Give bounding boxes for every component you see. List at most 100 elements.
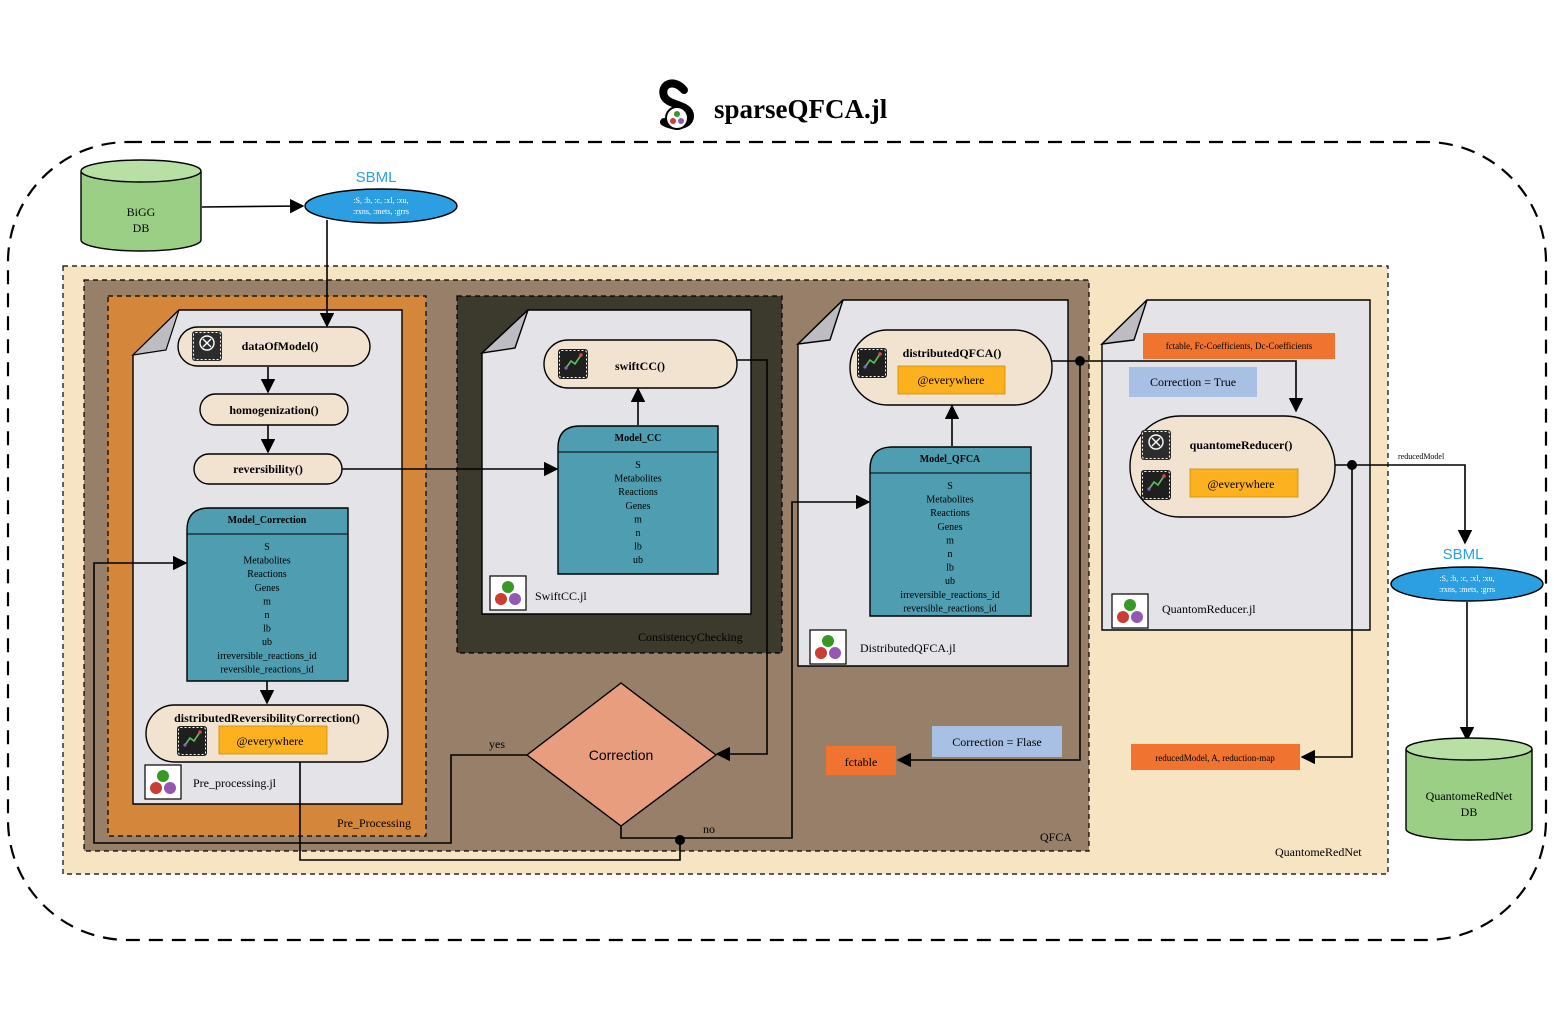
line-correctionfn-down — [299, 762, 681, 861]
dataofmodel-node: dataOfModel() — [177, 326, 371, 367]
arrow-distributedqfca-to-fctable — [896, 361, 1081, 768]
correction-true-label: Correction = True — [1129, 367, 1257, 397]
sbml-output-node: SBML :S, :b, :c, :xl, :xu, :rxns, :mets,… — [1390, 546, 1544, 602]
model-cc-field: m — [634, 514, 642, 525]
arrow-swiftcc-to-decision — [715, 359, 768, 762]
model-cc-title: Model_CC — [615, 433, 662, 444]
model-correction-field: lb — [263, 624, 271, 635]
reduced-model-edge-label: reducedModel — [1398, 452, 1445, 461]
quantomreducer-package: QuantomReducer.jl — [1111, 593, 1256, 629]
model-qfca-field: Metabolites — [926, 495, 973, 506]
sbml-input-fields-1: :S, :b, :c, :xl, :xu, — [353, 196, 408, 205]
reversibility-correction-label: distributedReversibilityCorrection() — [174, 711, 360, 725]
correction-true-text: Correction = True — [1150, 375, 1236, 389]
cobrexa-icon — [191, 330, 223, 362]
consistency-region-label: ConsistencyChecking — [638, 630, 743, 644]
sbml-logo-icon: SBML — [1443, 546, 1484, 563]
snake-logo-icon — [659, 79, 695, 130]
distributedqfca-everywhere: @everywhere — [917, 373, 984, 387]
jump-icon — [1140, 469, 1172, 501]
reversibility-node: reversibility() — [193, 453, 343, 485]
arrow-reducer-to-sbml — [1335, 464, 1473, 545]
sbml-input-node: SBML :S, :b, :c, :xl, :xu, :rxns, :mets,… — [304, 169, 458, 224]
reducer-result-text: reducedModel, A, reduction-map — [1155, 753, 1275, 763]
preprocessing-region-label: Pre_Processing — [337, 816, 411, 830]
homogenization-label: homogenization() — [229, 403, 318, 417]
correction-false-label: Correction = Flase — [932, 726, 1062, 757]
reducer-outputs-label: fctable, Fc-Coefficients, Dc-Coefficient… — [1143, 333, 1335, 359]
quantomereducer-label: quantomeReducer() — [1190, 438, 1293, 452]
model-cc-field: Reactions — [618, 487, 658, 498]
decision-yes-label: yes — [489, 737, 505, 751]
cobrexa-icon — [1140, 429, 1172, 461]
model-correction-field: ub — [262, 637, 272, 648]
connectors — [93, 198, 1475, 861]
preprocessing-package-label: Pre_processing.jl — [193, 776, 277, 790]
model-cc-field: ub — [633, 555, 643, 566]
reducer-result-label: reducedModel, A, reduction-map — [1131, 744, 1300, 770]
model-qfca-field: m — [946, 535, 954, 546]
model-correction-field: Genes — [255, 583, 280, 594]
model-correction-box: Model_Correction SMetabolitesReactionsGe… — [186, 507, 349, 682]
julia-logo-icon — [489, 575, 527, 611]
junction-dot-no-branch — [675, 835, 685, 845]
model-cc-field: Metabolites — [614, 474, 661, 485]
jump-icon — [176, 725, 208, 757]
distributedqfca-package-label: DistributedQFCA.jl — [860, 641, 956, 655]
quantome-region-label: QuantomeRedNet — [1275, 845, 1362, 859]
quantomereducer-node: quantomeReducer() @everywhere — [1129, 415, 1336, 518]
model-qfca-fields: SMetabolitesReactionsGenesmnlbubirrevers… — [900, 481, 999, 614]
model-correction-field: m — [263, 596, 271, 607]
model-correction-field: n — [265, 610, 270, 621]
bigg-db-label-2: DB — [133, 221, 150, 235]
model-qfca-field: n — [948, 549, 953, 560]
model-qfca-field: irreversible_reactions_id — [900, 590, 999, 601]
quantome-db-cylinder: QuantomeRedNet DB — [1405, 737, 1533, 841]
correction-false-text: Correction = Flase — [952, 735, 1041, 749]
quantome-db-label-1: QuantomeRedNet — [1426, 789, 1513, 803]
junction-dot-qfca — [1075, 356, 1085, 366]
distributedqfca-package: DistributedQFCA.jl — [809, 629, 956, 665]
decision-no-label: no — [703, 822, 715, 836]
model-cc-field: Genes — [626, 501, 651, 512]
sbml-output-fields-2: :rxns, :mets, :grrs — [1439, 585, 1495, 594]
arrow-distributedqfca-to-reducer — [1052, 360, 1304, 413]
arrow-bigg-to-sbml — [201, 198, 305, 214]
model-qfca-field: ub — [945, 576, 955, 587]
julia-logo-icon — [1111, 593, 1149, 629]
bigg-db-cylinder: BiGG DB — [80, 159, 202, 252]
arrow-decision-no-to-modelqfca — [620, 494, 871, 839]
arrow-reducer-to-result — [1300, 465, 1353, 765]
homogenization-node: homogenization() — [199, 393, 349, 426]
sbml-output-fields-1: :S, :b, :c, :xl, :xu, — [1439, 574, 1494, 583]
model-cc-field: n — [636, 528, 641, 539]
title-block: sparseQFCA.jl — [659, 79, 888, 130]
dataofmodel-label: dataOfModel() — [242, 339, 319, 353]
swiftcc-package-label: SwiftCC.jl — [535, 589, 587, 603]
model-qfca-field: Genes — [938, 522, 963, 533]
outer-boundary — [6, 140, 1548, 942]
model-correction-field: reversible_reactions_id — [220, 664, 313, 675]
sbml-logo-icon: SBML — [356, 169, 397, 186]
reversibility-correction-node: distributedReversibilityCorrection() @ev… — [145, 704, 389, 763]
quantomreducer-package-label: QuantomReducer.jl — [1162, 602, 1256, 616]
model-correction-field: S — [264, 542, 270, 553]
jump-icon — [856, 347, 888, 379]
model-cc-field: lb — [634, 542, 642, 553]
quantome-db-label-2: DB — [1461, 805, 1478, 819]
distributedqfca-label: distributedQFCA() — [903, 346, 1002, 360]
reversibility-label: reversibility() — [233, 462, 303, 476]
model-correction-field: Metabolites — [243, 556, 290, 567]
model-cc-field: S — [635, 460, 641, 471]
julia-logo-icon — [144, 764, 182, 800]
page-title: sparseQFCA.jl — [714, 94, 888, 124]
model-qfca-title: Model_QFCA — [920, 454, 981, 465]
qfca-region-label: QFCA — [1040, 830, 1072, 844]
arrow-decision-yes-to-modelcorrection — [93, 555, 528, 844]
fctable-output: fctable — [826, 746, 896, 775]
swiftcc-label: swiftCC() — [615, 359, 665, 373]
model-qfca-field: Reactions — [930, 508, 970, 519]
julia-logo-icon — [809, 629, 847, 665]
